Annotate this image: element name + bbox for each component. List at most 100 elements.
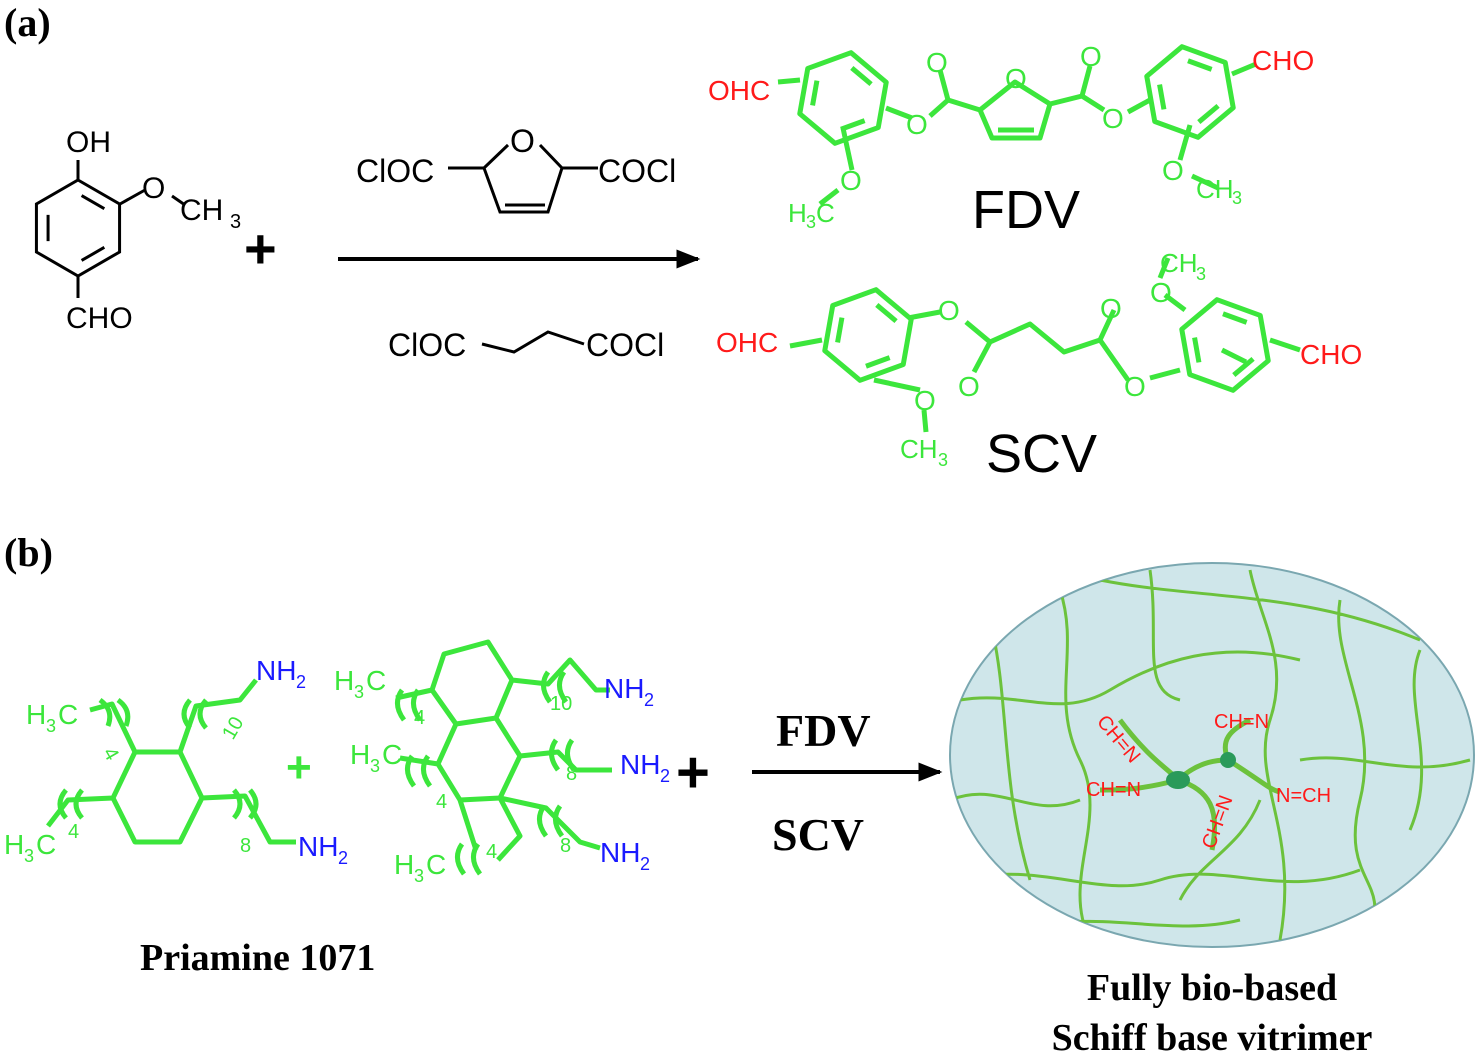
scv-ester-oxygen: O (938, 295, 960, 326)
fdv-cho-label: CHO (1252, 45, 1314, 76)
fdv-h3c-c: C (816, 198, 835, 228)
crosslink-node (1220, 752, 1236, 768)
panel-a-label: (a) (4, 0, 51, 45)
fdv-h3c-3: 3 (806, 212, 816, 232)
scv-name: SCV (986, 424, 1097, 484)
nh2-label: NH (600, 837, 640, 868)
furan-dicarbonyl-chloride: ClOC O COCl (356, 123, 676, 214)
fdv-carbonyl-oxygen: O (926, 47, 948, 78)
fdv-h3c-h: H (788, 198, 807, 228)
h3c-3: 3 (46, 716, 56, 736)
scv-carbonyl-oxygen: O (958, 371, 980, 402)
plus-sign: + (676, 740, 710, 805)
methyl-subscript: 3 (230, 211, 241, 233)
nh2-label: NH (256, 655, 296, 686)
imine-label: N=CH (1276, 785, 1331, 807)
h3c-h: H (26, 699, 46, 730)
imine-label: CH=N (1214, 711, 1269, 733)
scv-methoxy-oxygen: O (914, 385, 936, 416)
panel-b-label: (b) (4, 530, 53, 575)
scv-methoxy-oxygen: O (1150, 277, 1172, 308)
aldehyde-label: CHO (66, 302, 133, 335)
nh2-label: NH (620, 749, 660, 780)
h3c-c: C (366, 665, 386, 696)
nh2-sub: 2 (338, 848, 348, 868)
chain-length-4: 4 (486, 841, 497, 863)
chain-length-10: 10 (218, 713, 248, 743)
network-ellipse (949, 562, 1475, 948)
chain-length-4: 4 (414, 707, 425, 729)
methyl-label: CH (180, 194, 223, 227)
chain-length-8: 8 (240, 835, 251, 857)
nh2-label: NH (298, 831, 338, 862)
caption-line-1: Fully bio-based (1087, 967, 1337, 1009)
succinyl-chloride: ClOC COCl (388, 327, 664, 363)
priamine-decalin-isomer: H 3 C 4 H 3 C 4 H 3 C 4 10 NH 2 8 NH 2 8… (334, 639, 670, 886)
cloc-label: ClOC (388, 327, 466, 363)
h3c-c: C (36, 829, 56, 860)
fdv-structure: OHC O O O O O CHO O H 3 C O CH 3 FDV (708, 41, 1314, 240)
nh2-sub: 2 (644, 690, 654, 710)
cocl-label: COCl (586, 327, 664, 363)
fdv-name: FDV (972, 180, 1080, 240)
h3c-3: 3 (24, 846, 34, 866)
fdv-ester-oxygen: O (1102, 103, 1124, 134)
h3c-3: 3 (354, 682, 364, 702)
nh2-sub: 2 (640, 854, 650, 874)
benzene-ring (34, 178, 122, 278)
hydroxyl-label: OH (66, 126, 111, 159)
vanillin-structure: OH O CH 3 CHO (34, 126, 241, 335)
arrow-top-label: FDV (776, 705, 871, 756)
chain-length-8: 8 (560, 835, 571, 857)
h3c-c: C (58, 699, 78, 730)
scv-cho-label: CHO (1300, 339, 1362, 370)
scv-ch3-sub: 3 (1196, 264, 1206, 284)
fdv-ohc-label: OHC (708, 75, 770, 106)
fdv-methoxy-oxygen: O (840, 165, 862, 196)
green-plus-sign: + (286, 743, 312, 792)
scv-ch3-sub: 3 (938, 450, 948, 470)
nh2-sub: 2 (660, 766, 670, 786)
furan-oxygen-label: O (510, 123, 535, 159)
chain-length-4: 4 (98, 744, 123, 765)
h3c-h: H (350, 739, 370, 770)
scv-ester-oxygen: O (1124, 371, 1146, 402)
methoxy-oxygen-label: O (142, 172, 165, 205)
scv-structure: OHC O O O O CHO O CH 3 O CH 3 SCV (716, 248, 1362, 484)
chain-length-8: 8 (566, 763, 577, 785)
priamine-name: Priamine 1071 (140, 937, 375, 979)
chain-length-4: 4 (68, 821, 79, 843)
nh2-label: NH (604, 673, 644, 704)
arrow-bottom-label: SCV (772, 809, 864, 860)
scv-carbonyl-oxygen: O (1100, 293, 1122, 324)
fdv-furan-oxygen: O (1005, 63, 1027, 94)
vitrimer-network: CH=N CH=N CH=N N=CH CH=N (949, 562, 1475, 948)
imine-label: CH=N (1086, 779, 1141, 801)
chain-length-10: 10 (550, 693, 572, 715)
fdv-ester-oxygen: O (906, 109, 928, 140)
fdv-carbonyl-oxygen: O (1080, 41, 1102, 72)
h3c-h: H (394, 849, 414, 880)
fdv-ch3: CH (1196, 174, 1234, 204)
fdv-ch3-sub: 3 (1232, 188, 1242, 208)
cloc-label: ClOC (356, 153, 434, 189)
scv-ch3: CH (900, 434, 938, 464)
benzene-ring (822, 287, 914, 383)
h3c-h: H (334, 665, 354, 696)
h3c-3: 3 (370, 756, 380, 776)
caption-line-2: Schiff base vitrimer (1052, 1017, 1373, 1059)
h3c-c: C (426, 849, 446, 880)
benzene-ring (1179, 297, 1271, 393)
nh2-sub: 2 (296, 672, 306, 692)
plus-sign: + (244, 217, 277, 280)
chain-length-4: 4 (436, 791, 447, 813)
benzene-ring (1144, 44, 1236, 140)
cocl-label: COCl (598, 153, 676, 189)
fdv-methoxy-oxygen: O (1162, 155, 1184, 186)
h3c-c: C (382, 739, 402, 770)
h3c-h: H (4, 829, 24, 860)
crosslink-node (1166, 771, 1190, 789)
scv-ohc-label: OHC (716, 327, 778, 358)
benzene-ring (797, 50, 889, 146)
